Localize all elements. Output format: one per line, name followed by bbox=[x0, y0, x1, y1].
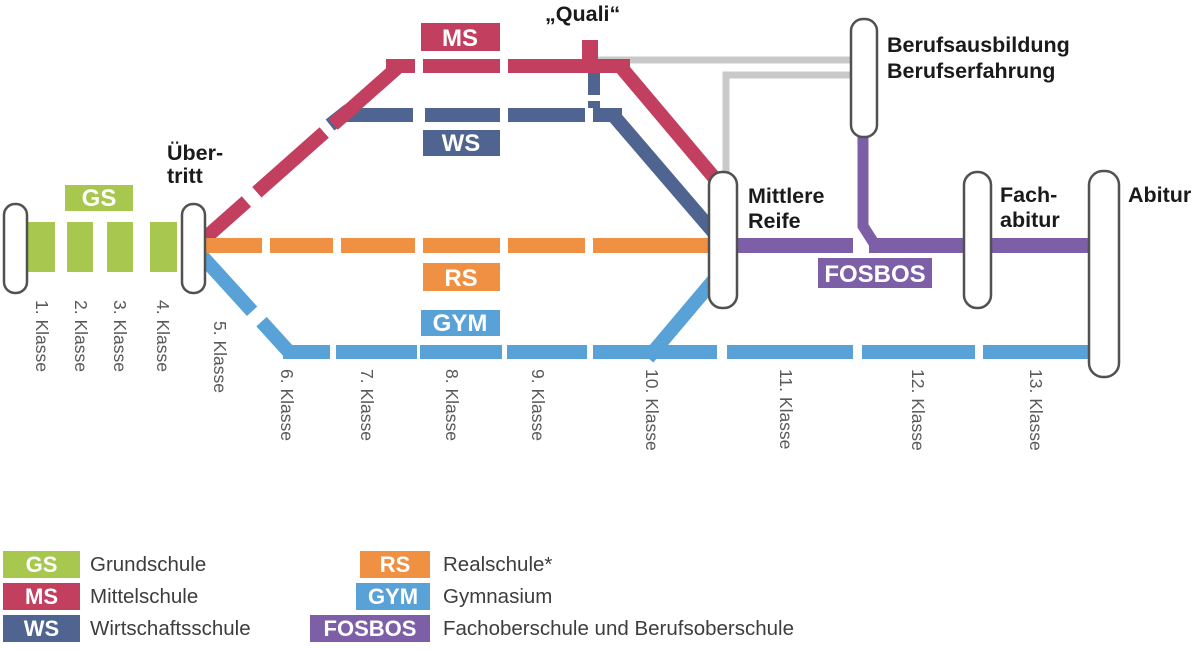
class-label: 5. Klasse bbox=[210, 321, 230, 393]
label-uebertritt-line2: tritt bbox=[167, 164, 203, 188]
label-abitur: Abitur bbox=[1128, 183, 1192, 207]
legend-badge-rs: RS bbox=[360, 551, 430, 578]
ms-badge-box bbox=[421, 23, 500, 51]
label-quali: „Quali“ bbox=[545, 2, 620, 26]
legend-badge-ms: MS bbox=[3, 583, 80, 610]
legend-label-ws: Wirtschaftsschule bbox=[90, 617, 251, 640]
station-berufsausbildung bbox=[849, 17, 879, 139]
class-label: 13. Klasse bbox=[1026, 369, 1046, 451]
stations bbox=[2, 17, 1121, 379]
class-label: 8. Klasse bbox=[442, 369, 462, 441]
legend-label-gs: Grundschule bbox=[90, 553, 207, 576]
legend-label-ms: Mittelschule bbox=[90, 585, 199, 608]
gs-line bbox=[28, 222, 177, 272]
class-label: 2. Klasse bbox=[71, 300, 91, 372]
ws-line-diagonals bbox=[325, 104, 722, 240]
gym-badge-box bbox=[421, 310, 500, 336]
gs-line-segment bbox=[150, 222, 177, 272]
ws-quali-connector bbox=[588, 101, 600, 108]
gym-line-segment bbox=[727, 345, 853, 359]
station-abitur bbox=[1087, 169, 1121, 379]
rs-badge-box bbox=[423, 263, 500, 291]
rs-badge-label: RS bbox=[444, 265, 477, 292]
quali-tick bbox=[582, 40, 598, 68]
station-labels: Über- tritt „Quali“ Berufsausbildung Ber… bbox=[167, 2, 1192, 233]
ws-line-segment bbox=[345, 108, 413, 122]
class-labels: 1. Klasse 2. Klasse 3. Klasse 4. Klasse … bbox=[32, 300, 1046, 451]
gym-line-segment bbox=[420, 345, 502, 359]
legend-badge-gs: GS bbox=[3, 551, 80, 578]
legend-label-fosbos: Fachoberschule und Berufsoberschule bbox=[443, 617, 794, 640]
ws-badge-box bbox=[423, 130, 500, 156]
ms-diagonal-uebertritt bbox=[198, 61, 403, 246]
gs-badge-label: GS bbox=[82, 185, 117, 212]
ms-line-segment bbox=[423, 59, 500, 73]
gym-line-segment bbox=[862, 345, 975, 359]
ws-line bbox=[345, 73, 622, 122]
label-fachabitur-line2: abitur bbox=[1000, 208, 1060, 232]
gs-line-segment bbox=[67, 222, 93, 272]
rs-line bbox=[205, 238, 709, 253]
gs-line-segment bbox=[107, 222, 133, 272]
ws-quali-connector bbox=[588, 73, 600, 95]
gym-line-segment bbox=[507, 345, 587, 359]
ms-badge-label: MS bbox=[442, 25, 478, 52]
gym-line bbox=[283, 345, 1089, 359]
fosbos-line-segment bbox=[737, 238, 853, 253]
rs-line-segment bbox=[593, 238, 709, 253]
station-start bbox=[2, 202, 29, 295]
fosbos-badge-box bbox=[818, 258, 932, 288]
label-uebertritt-line1: Über- bbox=[167, 140, 223, 165]
gym-badge-label: GYM bbox=[433, 310, 488, 337]
gym-line-segment bbox=[336, 345, 417, 359]
fosbos-line bbox=[737, 238, 1089, 253]
ms-diagonal-mittlere-reife bbox=[614, 61, 723, 186]
transfer-lines bbox=[596, 56, 852, 174]
class-label: 7. Klasse bbox=[357, 369, 377, 441]
ms-line-segment bbox=[508, 59, 630, 73]
legend-badge-gym: GYM bbox=[356, 583, 430, 610]
gym-branch-mittlere-reife bbox=[642, 276, 719, 363]
label-mittlere-reife-line2: Reife bbox=[748, 209, 801, 233]
ws-line-segment bbox=[508, 108, 585, 122]
school-system-diagram: GS MS WS RS GYM FOSBOS Über- tritt „Qual… bbox=[2, 2, 1192, 451]
label-fachabitur-line1: Fach- bbox=[1000, 183, 1057, 207]
class-label: 1. Klasse bbox=[32, 300, 52, 372]
label-mittlere-reife-line1: Mittlere bbox=[748, 184, 825, 208]
station-uebertritt bbox=[180, 202, 207, 295]
legend-label-gym: Gymnasium bbox=[443, 585, 553, 608]
gym-line-diagonals bbox=[195, 250, 719, 363]
class-label: 9. Klasse bbox=[528, 369, 548, 441]
station-fachabitur bbox=[962, 170, 993, 310]
rs-line-segment bbox=[423, 238, 500, 253]
ms-line-diagonals bbox=[198, 61, 723, 246]
gym-line-segment bbox=[983, 345, 1089, 359]
map-badges: GS MS WS RS GYM FOSBOS bbox=[65, 23, 932, 337]
class-label: 3. Klasse bbox=[110, 300, 130, 372]
class-label: 6. Klasse bbox=[277, 369, 297, 441]
ws-line-segment bbox=[425, 108, 500, 122]
station-mittlere-reife bbox=[707, 170, 739, 310]
ws-diagonal-mittlere-reife bbox=[607, 110, 722, 240]
gym-diagonal-uebertritt bbox=[195, 250, 296, 358]
rs-line-segment bbox=[341, 238, 415, 253]
class-label: 11. Klasse bbox=[776, 369, 796, 449]
class-label: 4. Klasse bbox=[153, 300, 173, 372]
ws-badge-label: WS bbox=[442, 130, 481, 157]
class-label: 10. Klasse bbox=[642, 369, 662, 451]
transfer-line-mittlere-reife-berufsausbildung bbox=[722, 71, 852, 174]
label-berufsausbildung-line1: Berufsausbildung bbox=[887, 33, 1070, 57]
legend-label-rs: Realschule* bbox=[443, 553, 553, 576]
label-berufsausbildung-line2: Berufserfahrung bbox=[887, 59, 1055, 83]
gs-line-segment bbox=[28, 222, 55, 272]
fosbos-vertical-berufsausbildung bbox=[857, 137, 882, 251]
gs-badge-box bbox=[65, 185, 133, 211]
legend-badge-fosbos: FOSBOS bbox=[310, 615, 430, 642]
rs-line-segment bbox=[508, 238, 585, 253]
rs-line-segment bbox=[205, 238, 262, 253]
class-label: 12. Klasse bbox=[908, 369, 928, 451]
legend-badge-ws: WS bbox=[3, 615, 80, 642]
rs-line-segment bbox=[270, 238, 333, 253]
fosbos-badge-label: FOSBOS bbox=[824, 261, 925, 288]
